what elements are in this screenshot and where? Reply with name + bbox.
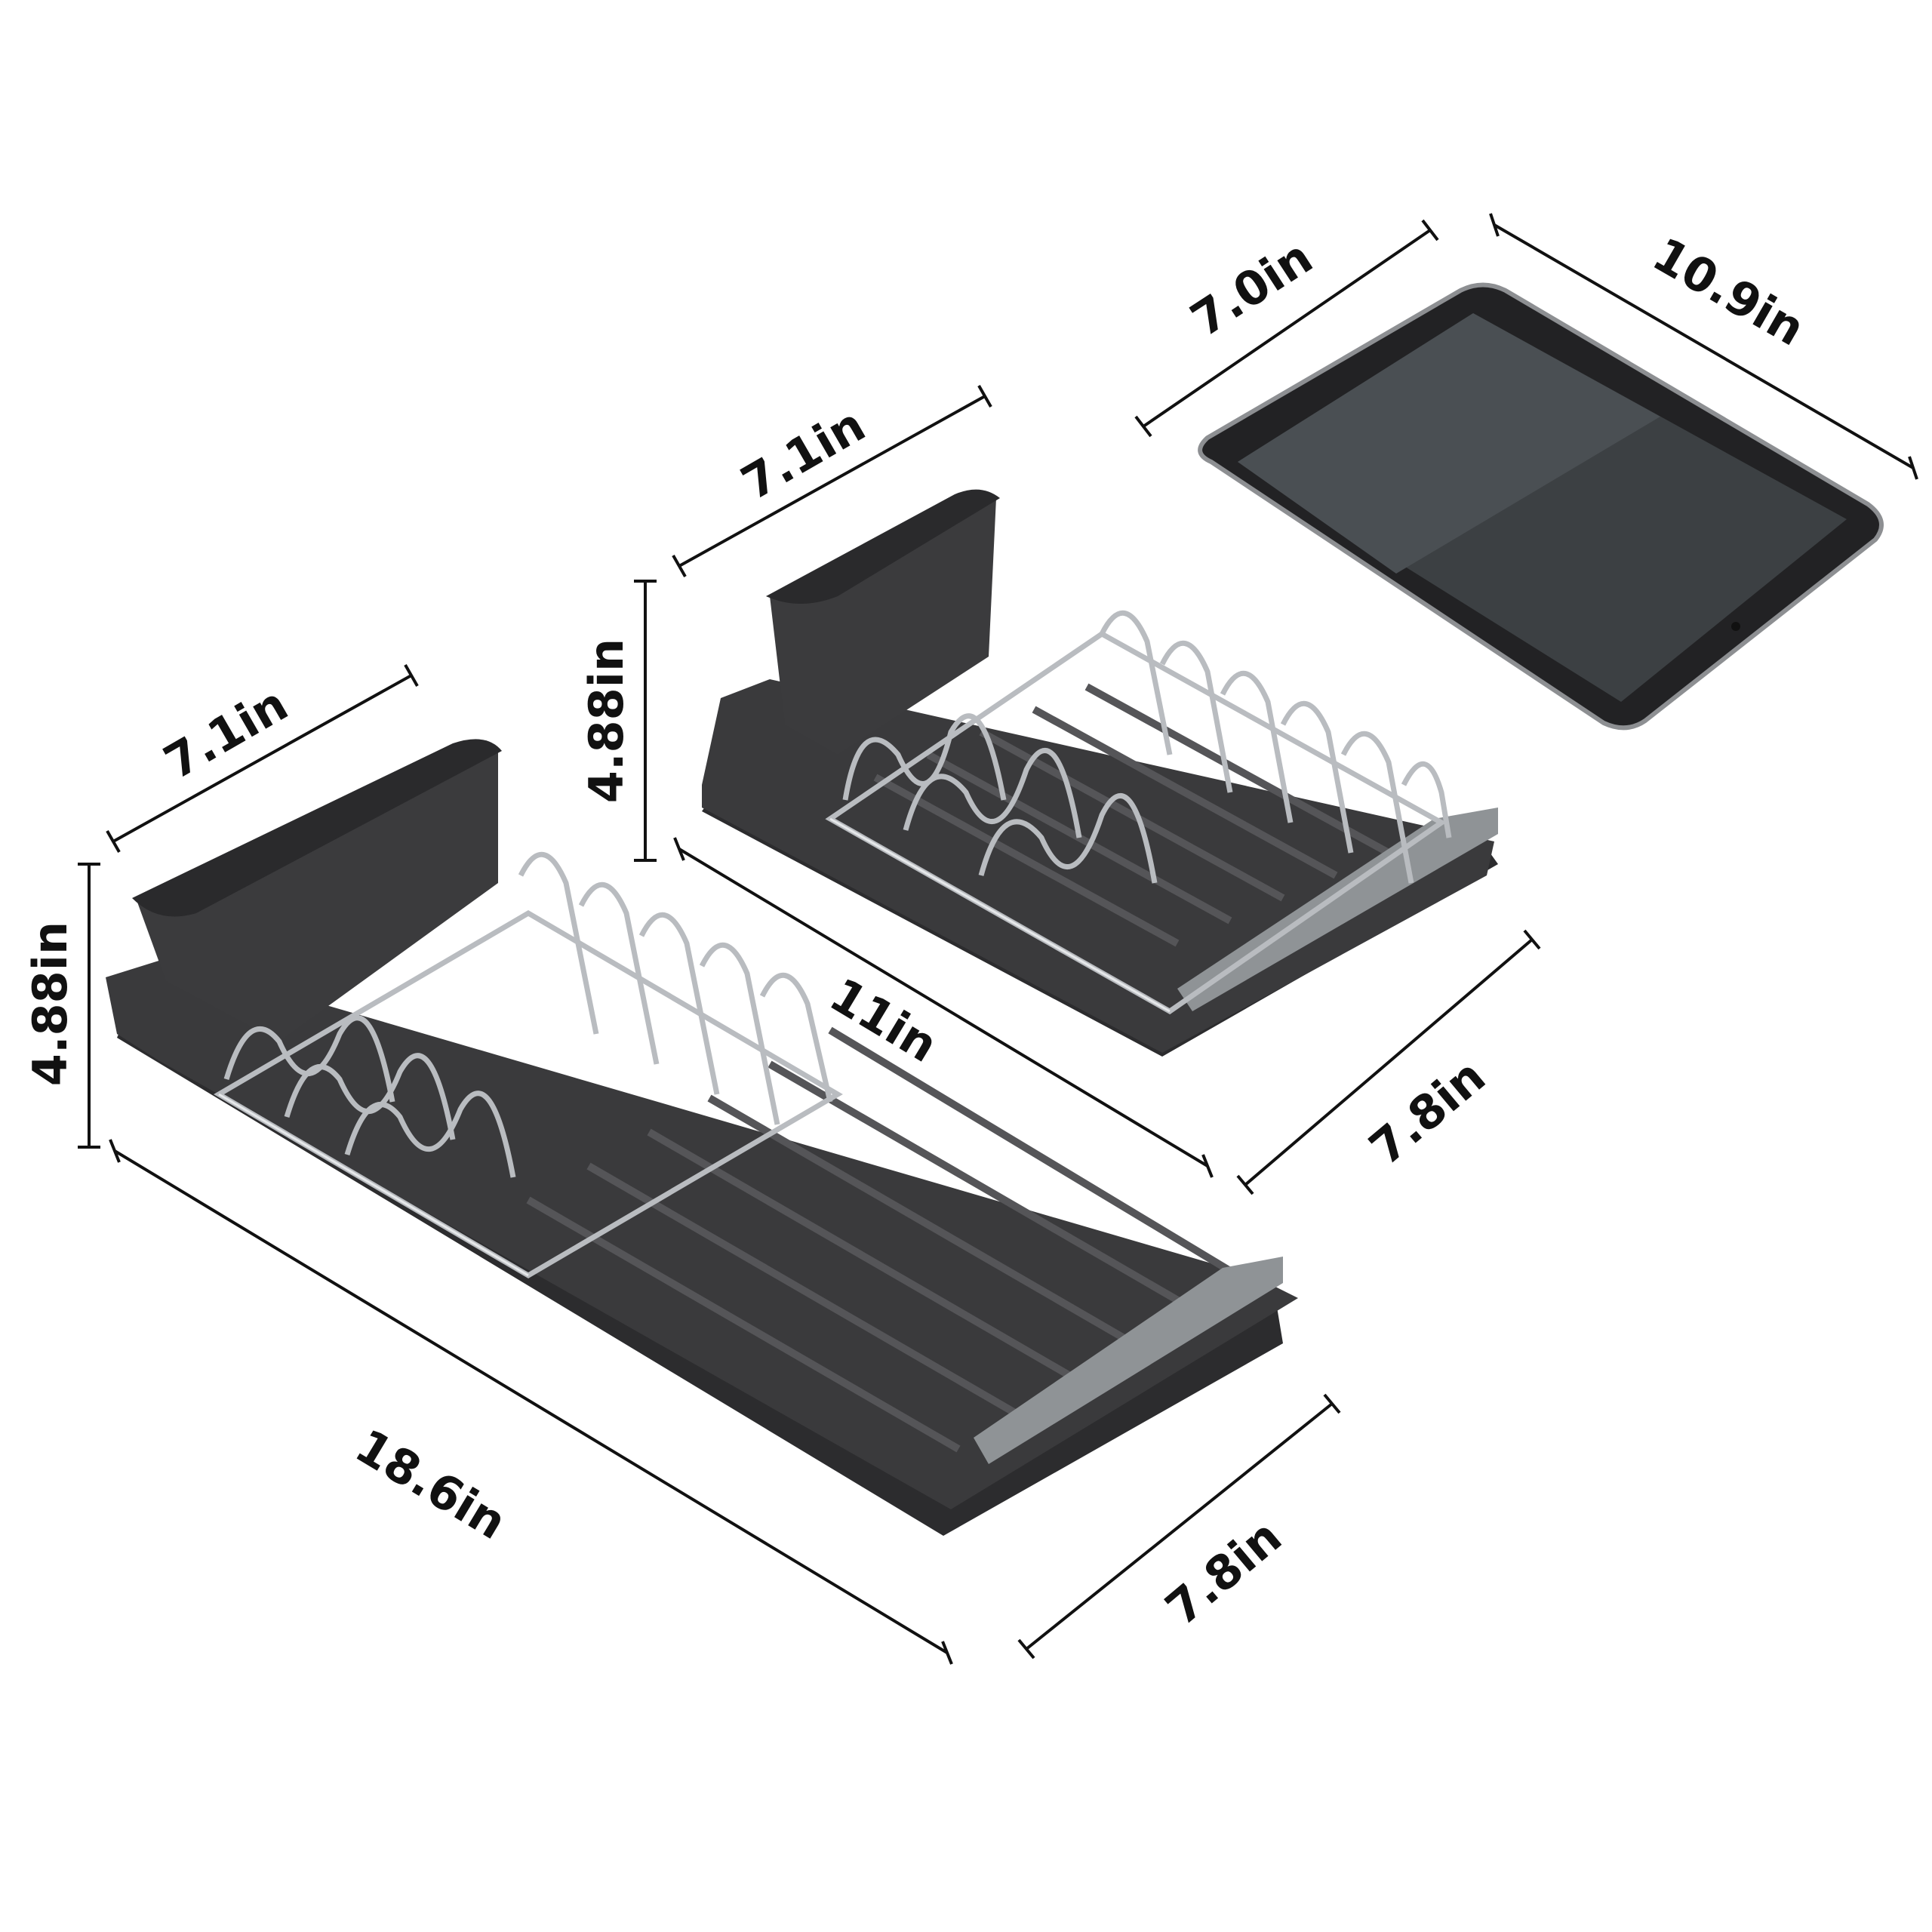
small-rack (702, 489, 1498, 1057)
small-rack-height-label: 4.88in (579, 638, 634, 803)
large-rack-height-label: 4.88in (23, 921, 78, 1086)
large-rack-wire-rack (214, 851, 843, 1279)
small-rack-wire-rack (825, 610, 1452, 1015)
large-rack (106, 739, 1298, 1536)
large-rack-cup-body (136, 742, 498, 1041)
small-rack-cup-rim (766, 489, 1000, 604)
large-rack-cup-rim (132, 739, 502, 917)
tablet-long-side-label: 10.9in (1644, 226, 1814, 356)
large-rack-ribs (526, 1026, 1240, 1453)
large-rack-length-label: 18.6in (346, 1418, 516, 1550)
tablet-short-side-label: 7.0in (1181, 229, 1322, 348)
large-rack-width-label: 7.1in (155, 676, 297, 790)
large-rack-handle (974, 1257, 1283, 1464)
small-rack-width-label: 7.1in (732, 397, 874, 511)
small-rack-length-label: 11in (820, 967, 947, 1073)
small-rack-handle (1177, 808, 1498, 1011)
tablet-screen-glare (1238, 313, 1660, 574)
tablet-camera (1731, 622, 1740, 631)
small-rack-depth-label: 7.8in (1359, 1048, 1496, 1176)
dimension-lines (78, 213, 1918, 1665)
small-rack-cup-body (770, 494, 996, 755)
tablet (1198, 282, 1884, 731)
